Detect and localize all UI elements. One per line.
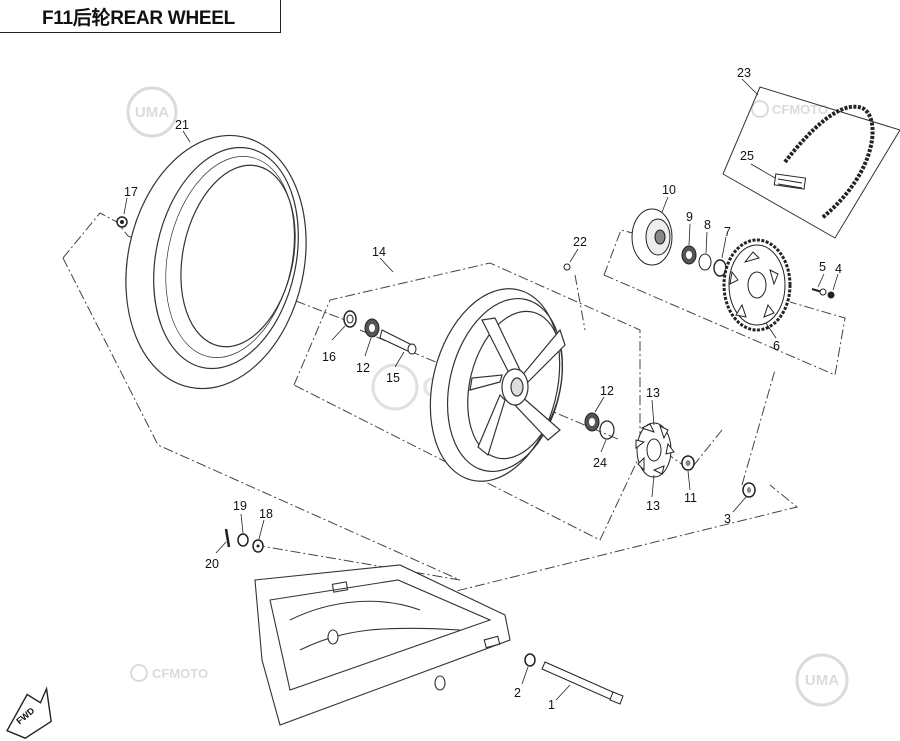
oil-seal [599, 420, 615, 440]
title-box: F11后轮REAR WHEEL [0, 0, 281, 33]
callout-12-left: 12 [356, 361, 370, 375]
callout-14: 14 [372, 245, 386, 259]
rear-tire [125, 134, 307, 390]
hub-seal [698, 253, 712, 271]
svg-text:UMA: UMA [135, 104, 169, 121]
sprocket-nut [827, 291, 835, 299]
svg-text:CFMOTO: CFMOTO [772, 102, 828, 117]
callout-20: 20 [205, 557, 219, 571]
svg-text:CFMOTO: CFMOTO [152, 666, 208, 681]
callout-16: 16 [322, 350, 336, 364]
adjuster-nut [237, 533, 249, 547]
bearing-left [364, 318, 380, 338]
rear-sprocket [722, 238, 792, 332]
cfmoto-watermark-top-right: CFMOTO [751, 100, 828, 118]
callout-1: 1 [548, 698, 555, 712]
callout-23: 23 [737, 66, 751, 80]
adjuster-washer [252, 539, 264, 553]
callout-6: 6 [773, 339, 780, 353]
callout-21: 21 [175, 118, 189, 132]
callout-10: 10 [662, 183, 676, 197]
callout-7: 7 [724, 225, 731, 239]
cfmoto-watermark-bottom-left: CFMOTO [130, 664, 208, 682]
circlip [713, 259, 727, 277]
callout-25: 25 [740, 149, 754, 163]
callout-9: 9 [686, 210, 693, 224]
callout-13-bottom: 13 [646, 499, 660, 513]
callout-3: 3 [724, 512, 731, 526]
master-link [773, 173, 807, 190]
callout-19: 19 [233, 499, 247, 513]
diagram-title: F11后轮REAR WHEEL [42, 8, 235, 29]
callout-24: 24 [593, 456, 607, 470]
callout-17: 17 [124, 185, 138, 199]
callout-8: 8 [704, 218, 711, 232]
drive-chain [783, 104, 875, 220]
leader-lines [123, 78, 839, 701]
bearing-right [584, 412, 600, 432]
washer-3 [742, 482, 756, 498]
callout-4: 4 [835, 262, 842, 276]
swingarm [254, 564, 511, 726]
rear-axle [541, 661, 624, 705]
uma-watermark-bottom-right: UMA [795, 653, 849, 707]
callout-5: 5 [819, 260, 826, 274]
callout-2: 2 [514, 686, 521, 700]
axle-washer [524, 653, 536, 667]
callout-18: 18 [259, 507, 273, 521]
callout-11: 11 [684, 491, 697, 505]
spacer-16 [343, 310, 357, 328]
valve-cap [116, 216, 128, 228]
wheel-rim [429, 288, 566, 482]
pin-22 [563, 263, 571, 271]
sprocket-hub [631, 208, 673, 266]
hub-bearing [681, 245, 697, 265]
adjuster-bolt [224, 528, 231, 548]
collar-15 [379, 329, 417, 355]
callout-15: 15 [386, 371, 400, 385]
callout-13-top: 13 [646, 386, 660, 400]
callout-22: 22 [573, 235, 587, 249]
uma-watermark-top-left: UMA [126, 86, 178, 138]
collar-11 [681, 455, 695, 471]
fwd-arrow: FWD [6, 686, 52, 739]
sprocket-bolt [811, 288, 827, 296]
svg-text:UMA: UMA [805, 672, 839, 689]
callout-12-right: 12 [600, 384, 614, 398]
callout-labels: 17 21 14 16 12 15 22 12 24 10 9 8 7 5 4 … [124, 66, 842, 712]
wheel-damper [635, 422, 675, 478]
